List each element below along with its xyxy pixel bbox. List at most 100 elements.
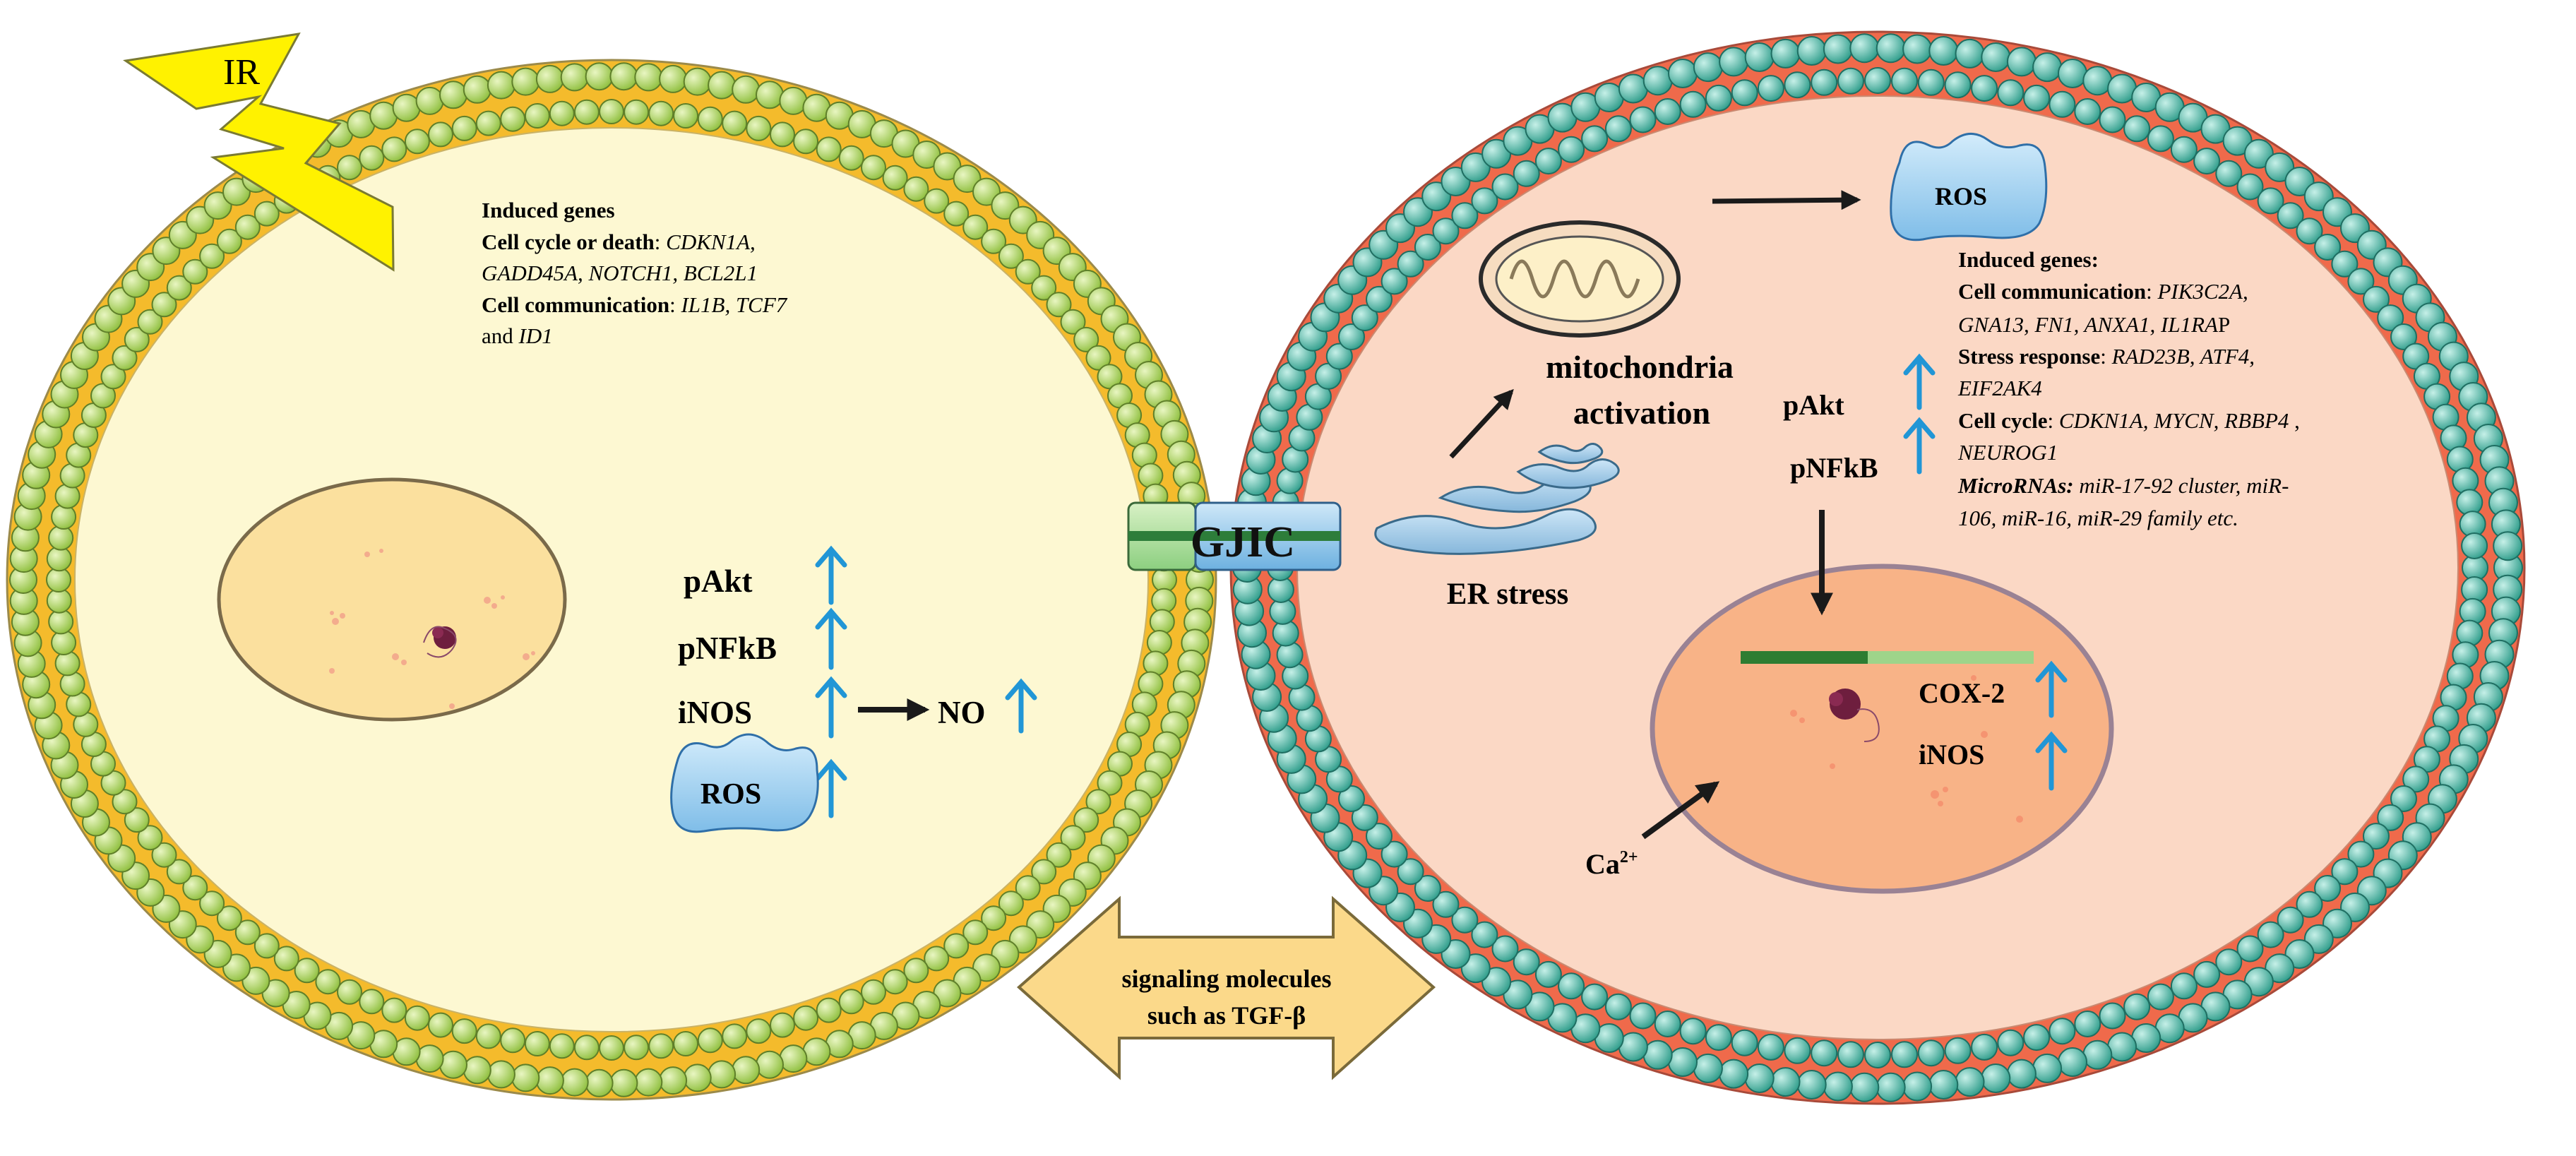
up-arrow-icon [1005, 678, 1037, 734]
membrane-bead [659, 1066, 688, 1095]
membrane-bead [1366, 285, 1393, 313]
up-arrow-icon [2035, 660, 2068, 718]
membrane-bead [166, 859, 192, 885]
right-stress-label: Stress response [1958, 344, 2100, 369]
membrane-bead [1891, 67, 1918, 95]
membrane-bead [1015, 258, 1041, 285]
up-arrow-icon [815, 607, 847, 670]
membrane-bead [1719, 1059, 1749, 1089]
membrane-bead [1876, 1072, 1906, 1102]
membrane-bead [573, 99, 600, 125]
membrane-bead [659, 64, 688, 93]
membrane-bead [199, 243, 225, 269]
membrane-bead [2058, 1047, 2087, 1077]
up-arrow-icon [815, 545, 847, 605]
membrane-bead [2193, 148, 2221, 175]
membrane-bead [1471, 187, 1498, 215]
membrane-bead [1744, 42, 1775, 72]
membrane-bead [1891, 1041, 1918, 1068]
svg-text:GNA13, FN1, ANXA1, IL1RAP: GNA13, FN1, ANXA1, IL1RAP [1958, 312, 2230, 337]
membrane-bead [1668, 59, 1698, 88]
membrane-bead [2363, 823, 2390, 850]
membrane-bead [1366, 823, 1393, 850]
membrane-bead [1451, 906, 1479, 934]
membrane-bead [1849, 1072, 1880, 1102]
right-stress-genes-1: RAD23B, ATF4, [2111, 344, 2255, 369]
membrane-bead [673, 1031, 699, 1056]
left-cycle-genes-2: GADD45A, NOTCH1, BCL2L1 [482, 261, 758, 285]
membrane-bead [972, 953, 1001, 982]
membrane-bead [48, 525, 74, 551]
membrane-bead [861, 979, 886, 1005]
membrane-bead [2215, 948, 2243, 976]
membrane-bead [1796, 1070, 1827, 1100]
membrane-bead [359, 145, 385, 171]
membrane-bead [1491, 173, 1519, 201]
right-comm-genes-2b: P [2218, 312, 2230, 337]
membrane-bead [2006, 1059, 2037, 1089]
right-mirna-label: MicroRNAs: [1957, 473, 2074, 498]
right-cycle-genes-2: NEUROG1 [1957, 440, 2058, 465]
membrane-bead [560, 1068, 589, 1097]
membrane-bead [199, 890, 225, 917]
membrane-bead [981, 905, 1007, 931]
membrane-bead [732, 75, 761, 104]
membrane-bead [1849, 33, 1880, 64]
right-marker-nucleus-inos: iNOS [1919, 739, 1984, 770]
membrane-bead [962, 214, 989, 240]
membrane-bead [254, 201, 280, 227]
membrane-bead [166, 275, 192, 301]
membrane-bead [816, 997, 842, 1023]
membrane-bead [337, 979, 362, 1005]
membrane-bead [943, 201, 970, 227]
membrane-bead [924, 946, 950, 972]
membrane-bead [1757, 1033, 1784, 1061]
membrane-bead [216, 228, 242, 254]
membrane-bead [1534, 148, 1562, 175]
membrane-bead [1031, 859, 1057, 885]
membrane-bead [124, 807, 150, 833]
membrane-bead [511, 67, 540, 96]
right-mirna-1: miR-17-92 cluster, miR- [2079, 473, 2289, 498]
membrane-bead [1031, 275, 1057, 301]
right-cycle-genes-1: CDKN1A, MYCN, RBBP4 [2059, 408, 2289, 433]
up-arrow-icon [1903, 353, 1936, 410]
membrane-bead [1338, 323, 1365, 350]
right-genes-title: Induced genes: [1958, 247, 2099, 272]
right-comm-label: Cell communication [1958, 279, 2146, 304]
membrane-bead [998, 243, 1024, 269]
svg-text:GADD45A, NOTCH1, BCL2L1: GADD45A, NOTCH1, BCL2L1 [482, 261, 758, 285]
membrane-bead [1629, 1002, 1657, 1030]
right-marker-pnfkb: pNFkB [1790, 452, 1878, 484]
membrane-bead [2347, 268, 2375, 295]
membrane-bead [124, 326, 150, 352]
membrane-bead [2236, 173, 2264, 201]
right-comm-genes-2a: GNA13, FN1, ANXA1, IL1RA [1958, 312, 2219, 337]
membrane-bead [1085, 789, 1111, 815]
membrane-bead [1146, 630, 1172, 655]
right-induced-genes: Induced genes: Cell communication: PIK3C… [1957, 247, 2300, 530]
membrane-bead [359, 989, 385, 1015]
membrane-bead [1917, 68, 1945, 96]
membrane-bead [1917, 1039, 1945, 1067]
membrane-bead [2074, 1011, 2101, 1037]
membrane-bead [697, 1027, 723, 1054]
membrane-bead [1944, 1037, 1972, 1064]
membrane-bead [793, 1005, 819, 1031]
membrane-bead [1046, 842, 1072, 868]
membrane-bead [1784, 71, 1811, 99]
mito-label-line2: activation [1573, 395, 1710, 431]
membrane-bead [1060, 309, 1086, 335]
up-arrow-icon [815, 676, 847, 739]
membrane-bead [151, 292, 177, 318]
svg-text:Cell communication: IL1B, TCF7: Cell communication: IL1B, TCF7 [482, 292, 788, 317]
membrane-bead [1351, 304, 1378, 332]
right-marker-pakt: pAkt [1783, 389, 1844, 421]
membrane-bead [51, 504, 77, 530]
membrane-bead [2390, 785, 2417, 812]
membrane-bead [151, 842, 177, 868]
membrane-bead [722, 110, 748, 136]
membrane-bead [861, 155, 886, 181]
right-ros-blob: ROS [1890, 133, 2048, 242]
membrane-bead [315, 969, 341, 995]
